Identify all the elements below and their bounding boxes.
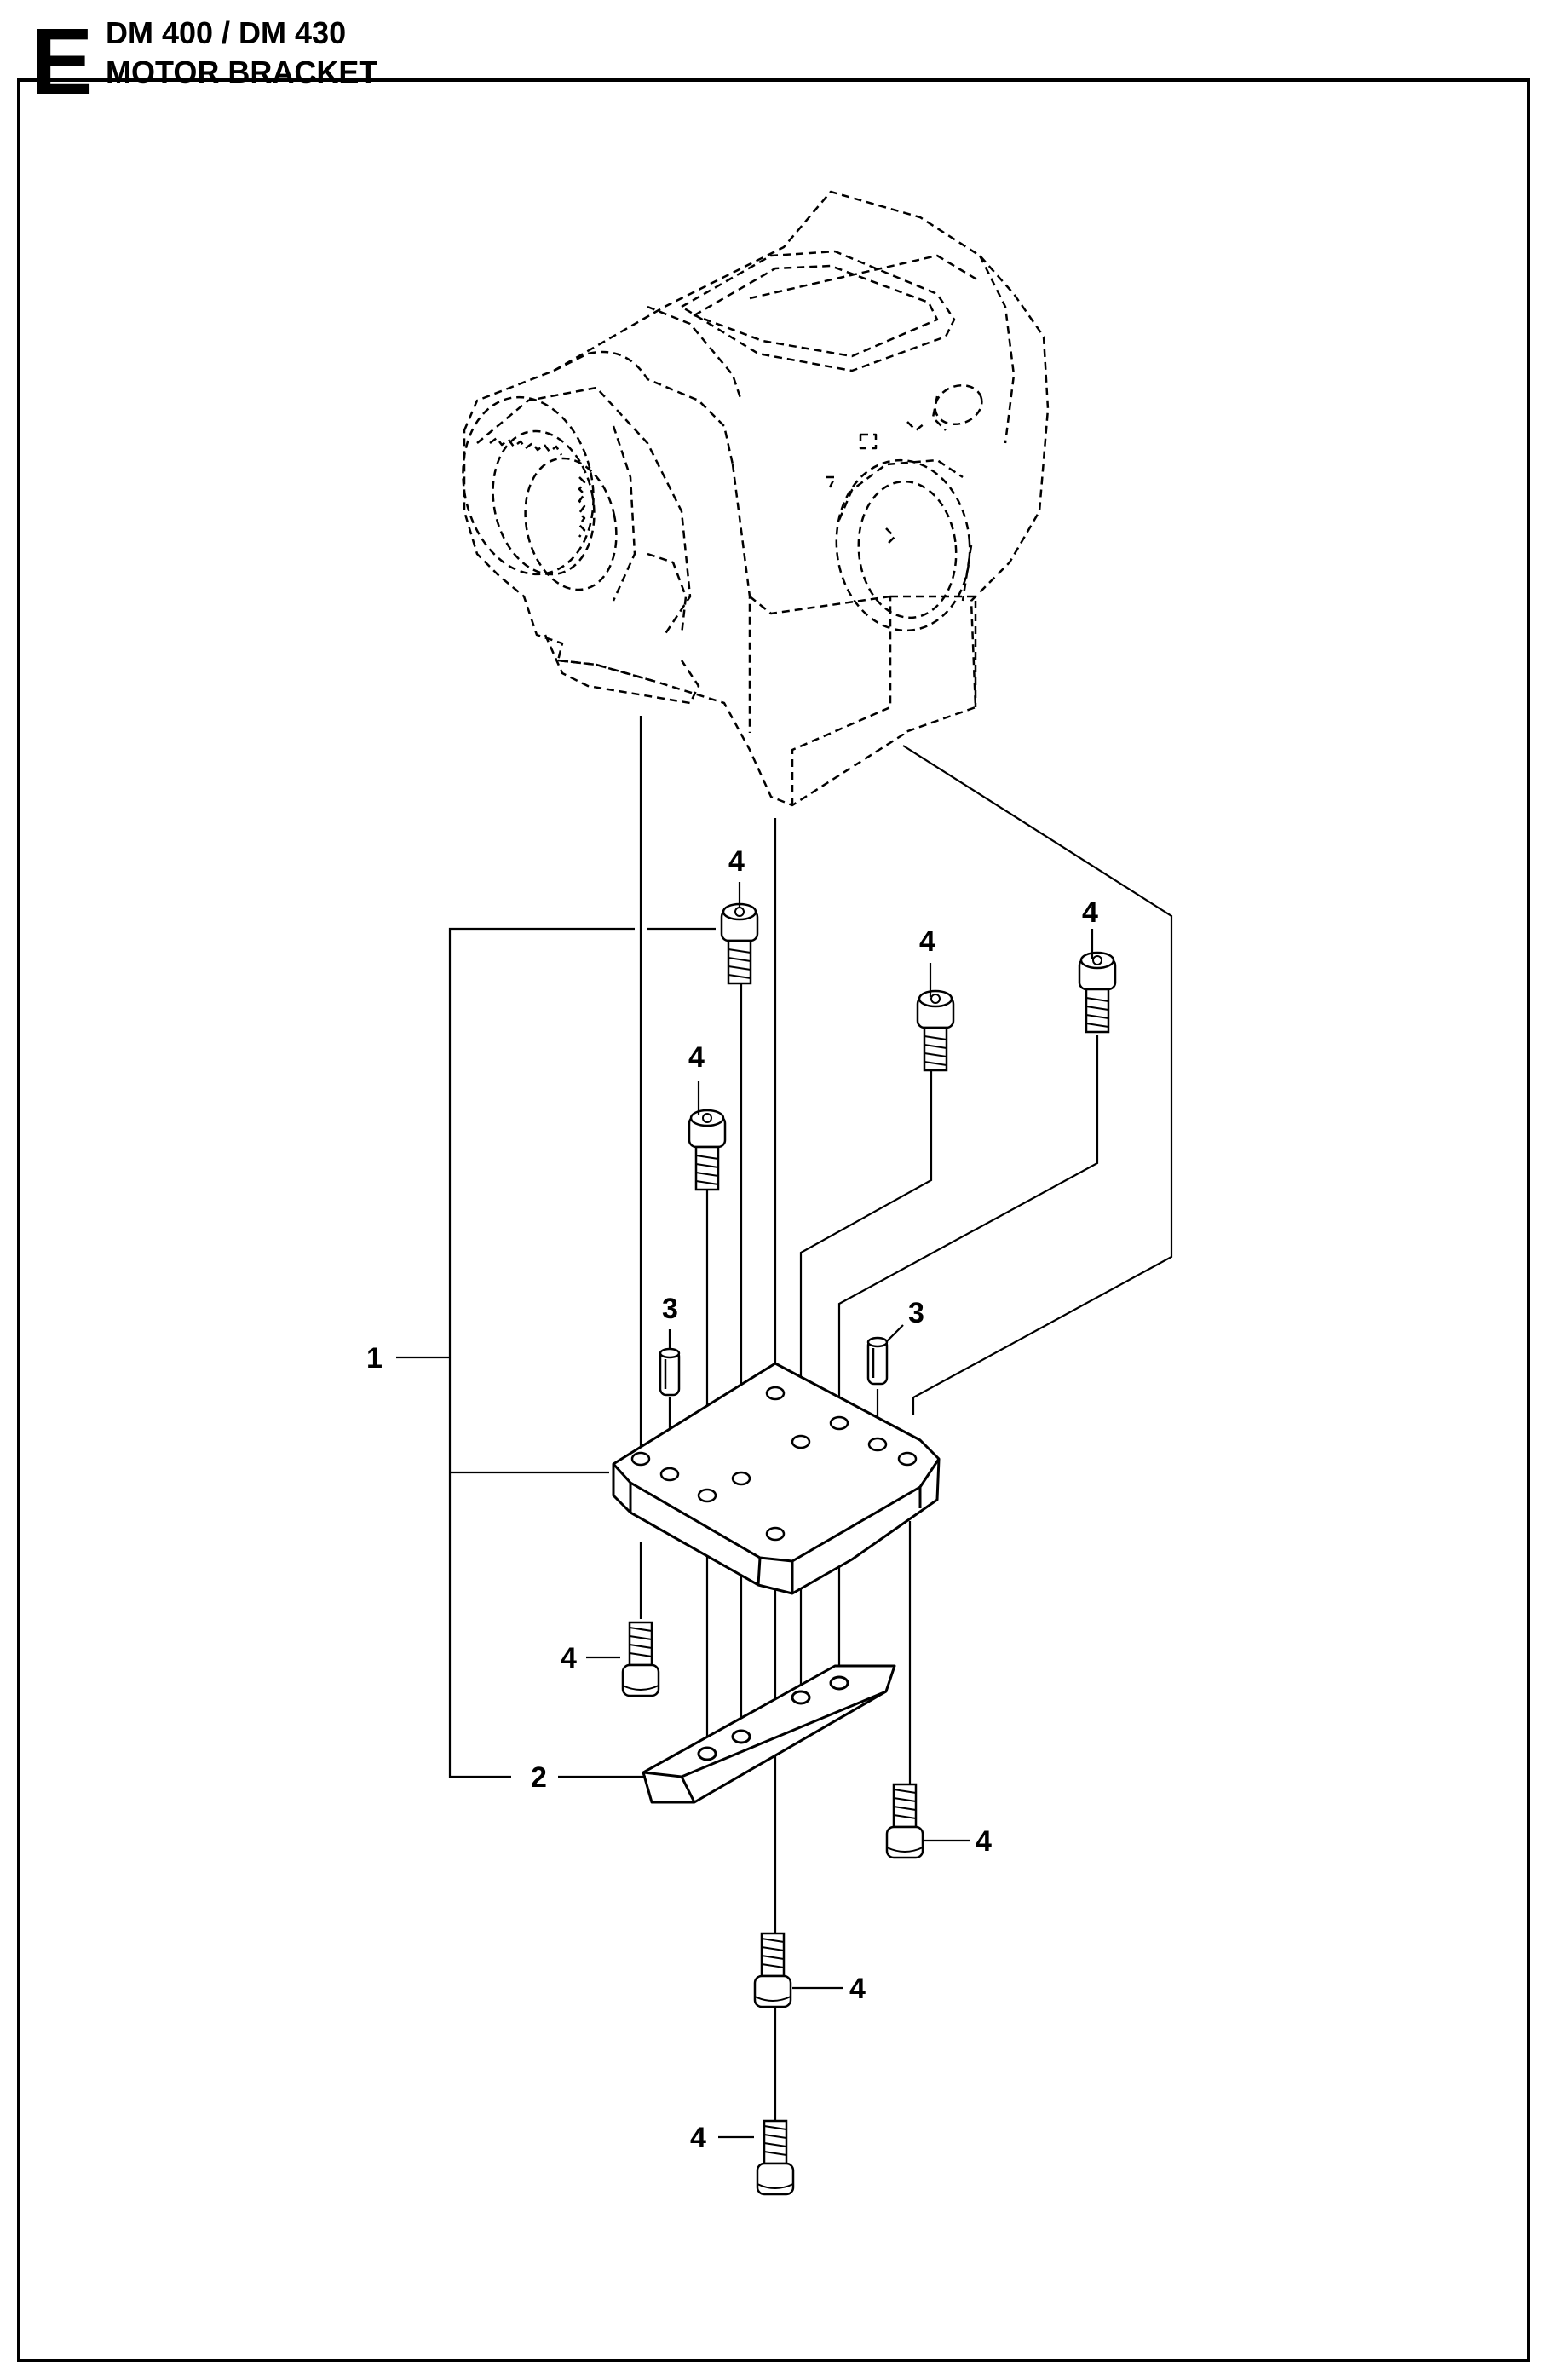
callout-part-4-bottom-2: 4 [976,1825,992,1858]
bolt-top-1 [720,902,759,985]
callout-part-4-bottom-4: 4 [690,2122,706,2154]
callout-part-4-top-4: 4 [1082,896,1098,929]
clamp-bar-part-2 [642,1664,896,1804]
callout-leaders [396,882,1094,2139]
bolt-bottom-1 [621,1621,660,1697]
callout-part-3-right: 3 [908,1297,924,1329]
callout-part-1: 1 [366,1342,383,1374]
assembly-lines [639,716,1173,2156]
mounting-plate [612,1362,941,1595]
dowel-pin-left [659,1347,681,1397]
section-letter: E [31,9,94,114]
callout-part-4-top-1: 4 [728,845,745,878]
callout-part-3-left: 3 [662,1293,678,1325]
model-title: DM 400 / DM 430 [106,15,347,50]
bolt-bottom-4 [756,2119,795,2196]
callout-part-4-top-2: 4 [688,1041,705,1074]
callout-part-4-bottom-1: 4 [561,1642,577,1674]
bolt-bottom-2 [885,1783,924,1859]
section-title: MOTOR BRACKET [106,55,378,89]
dowel-pin-right [866,1336,889,1386]
bolt-top-3 [916,989,955,1072]
bolt-top-2 [688,1109,727,1191]
callout-part-2: 2 [531,1761,547,1794]
bolt-bottom-3 [753,1932,792,2008]
bolt-top-4 [1078,951,1117,1034]
motor-housing-phantom [462,190,1050,807]
callout-part-4-bottom-3: 4 [849,1973,866,2005]
diagram-frame [17,78,1530,2362]
callout-part-4-top-3: 4 [919,925,935,958]
plate-holes [630,1386,918,1542]
